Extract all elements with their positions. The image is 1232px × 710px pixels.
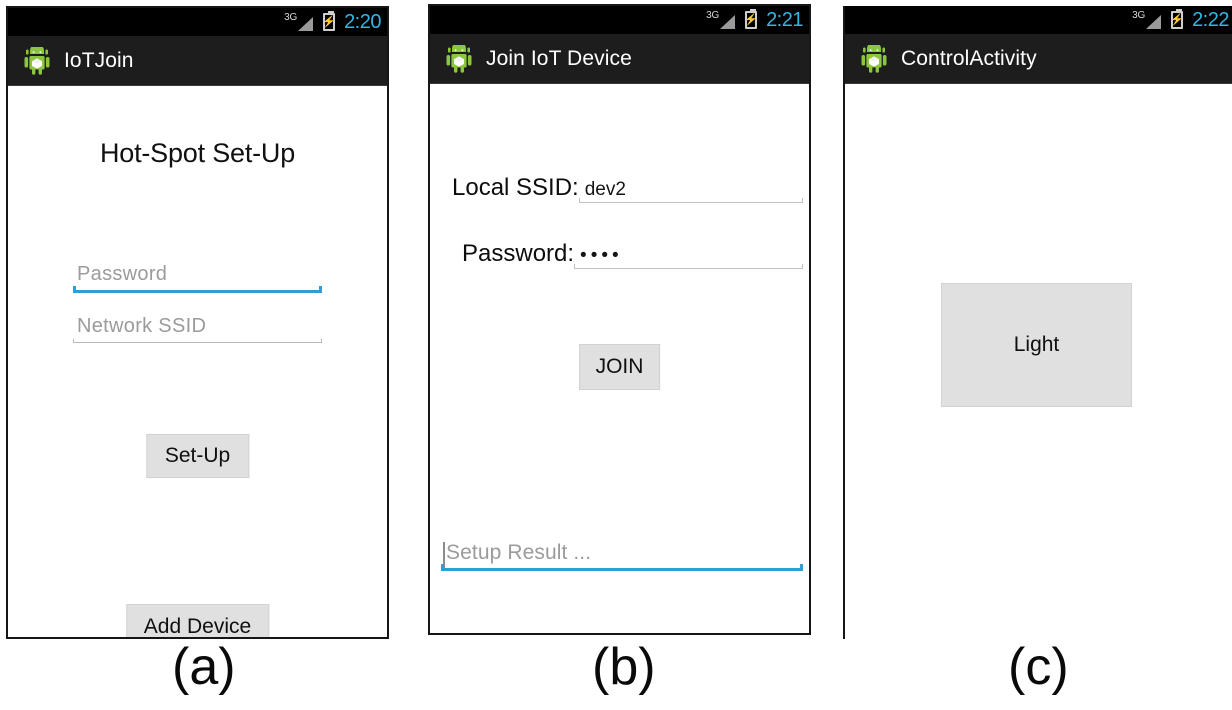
screen-content-a: Hot-Spot Set-Up Password Network SSID Se… <box>8 138 387 637</box>
add-device-button[interactable]: Add Device <box>125 604 270 637</box>
password-field-group[interactable]: Password <box>73 263 322 293</box>
password-input[interactable]: •••• <box>574 246 803 269</box>
signal-bars-icon <box>1146 15 1162 29</box>
status-bar: 3G ⚡ 2:20 <box>8 8 387 36</box>
action-bar: IoTJoin <box>8 36 387 86</box>
lightning-bolt-icon: ⚡ <box>744 13 758 26</box>
page-title: Hot-Spot Set-Up <box>99 138 296 168</box>
set-up-button[interactable]: Set-Up <box>145 434 250 478</box>
phone-screenshot-b: 3G ⚡ 2:21 <box>428 4 811 635</box>
subfigure-caption-a: (a) <box>172 638 236 696</box>
battery-charging-icon: ⚡ <box>322 11 336 31</box>
battery-charging-icon: ⚡ <box>744 9 758 29</box>
join-button[interactable]: JOIN <box>578 344 661 390</box>
signal-bars-icon <box>298 17 314 31</box>
password-input[interactable]: Password <box>77 263 168 285</box>
lightning-bolt-icon: ⚡ <box>1170 13 1184 26</box>
setup-result-underline <box>441 564 803 571</box>
status-bar-clock: 2:20 <box>344 11 381 33</box>
network-type-label: 3G <box>284 12 298 23</box>
action-bar-title: ControlActivity <box>901 46 1037 70</box>
setup-result-field-group[interactable]: Setup Result ... <box>441 541 803 571</box>
action-bar-title: IoTJoin <box>64 48 134 72</box>
network-ssid-input[interactable]: Network SSID <box>77 315 207 337</box>
status-bar: 3G ⚡ 2:22 <box>845 6 1232 34</box>
android-robot-icon <box>446 41 472 73</box>
screen-content-b: Local SSID: dev2 Password: •••• JOIN Set… <box>430 84 809 633</box>
local-ssid-label: Local SSID: <box>452 174 579 201</box>
action-bar: Join IoT Device <box>430 34 809 84</box>
phone-screenshot-c: 3G ⚡ 2:22 <box>843 6 1232 639</box>
action-bar: ControlActivity <box>845 34 1232 84</box>
setup-result-placeholder: Setup Result ... <box>446 541 592 564</box>
network-ssid-field-group[interactable]: Network SSID <box>73 315 322 343</box>
password-label: Password: <box>462 240 575 267</box>
setup-result-input[interactable]: Setup Result ... <box>441 541 803 568</box>
password-row: Password: •••• <box>452 242 803 269</box>
android-robot-icon <box>24 43 50 75</box>
android-robot-icon <box>861 41 887 73</box>
lightning-bolt-icon: ⚡ <box>322 15 336 28</box>
local-ssid-row: Local SSID: dev2 <box>452 174 804 203</box>
battery-charging-icon: ⚡ <box>1170 9 1184 29</box>
status-bar-clock: 2:21 <box>766 9 803 31</box>
action-bar-title: Join IoT Device <box>486 46 632 70</box>
status-bar: 3G ⚡ 2:21 <box>430 6 809 34</box>
light-button[interactable]: Light <box>941 283 1132 407</box>
subfigure-caption-b: (b) <box>592 638 656 696</box>
phone-screenshot-a: 3G ⚡ 2:20 <box>6 6 389 639</box>
subfigure-caption-c: (c) <box>1008 638 1069 696</box>
status-bar-clock: 2:22 <box>1192 9 1229 31</box>
signal-bars-icon <box>720 15 736 29</box>
network-type-label: 3G <box>706 10 720 21</box>
local-ssid-value: dev2 <box>584 179 626 200</box>
local-ssid-input[interactable]: dev2 <box>578 179 804 203</box>
text-caret <box>443 542 445 568</box>
network-ssid-input-underline <box>73 339 322 343</box>
screen-content-c: Light <box>845 84 1232 639</box>
password-input-underline <box>73 286 322 293</box>
network-type-label: 3G <box>1132 10 1146 21</box>
password-masked-value: •••• <box>580 245 623 266</box>
